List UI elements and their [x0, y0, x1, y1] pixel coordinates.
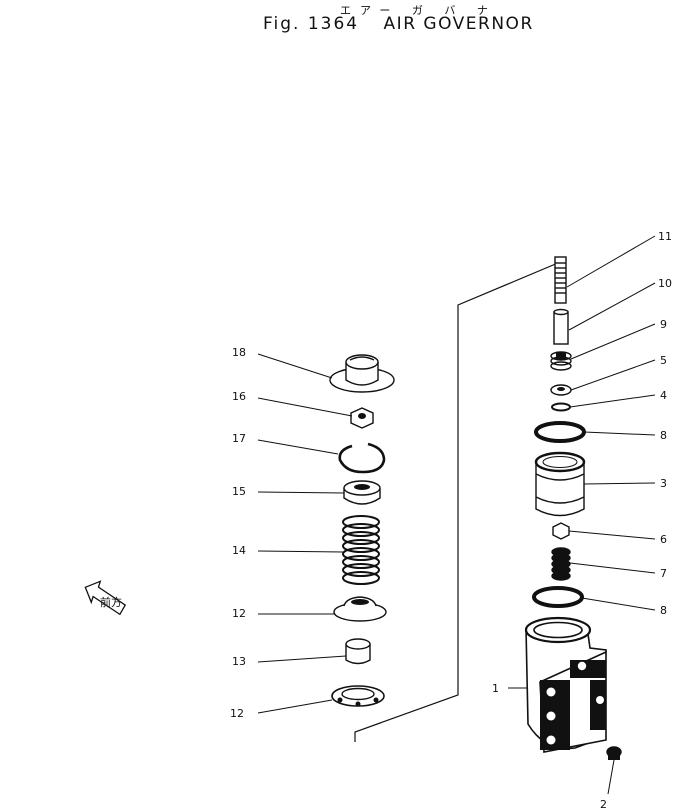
- title-kana: エアー ガ バ ナ: [340, 4, 497, 17]
- part-18-cap: [329, 354, 395, 393]
- part-5-washer: [550, 384, 572, 396]
- callout-9: 9: [660, 318, 667, 331]
- callout-8-lower: 8: [660, 604, 667, 617]
- part-1-governor-body: [524, 616, 607, 753]
- part-12-retainer-lower: [331, 685, 385, 707]
- part-7-spring: [551, 547, 571, 581]
- part-10-pin: [553, 308, 569, 345]
- callout-15: 15: [232, 485, 246, 498]
- callout-14: 14: [232, 544, 246, 557]
- figure-title: Fig. 1364 AIR GOVERNOR: [263, 14, 534, 34]
- part-11-screw: [554, 256, 567, 304]
- callout-5: 5: [660, 354, 667, 367]
- part-16-nut: [350, 407, 374, 429]
- front-marker-label: 前方: [100, 595, 122, 609]
- part-8-o-ring-lower: [532, 586, 584, 608]
- callout-11: 11: [658, 230, 672, 243]
- callout-17: 17: [232, 432, 246, 445]
- part-2-plug: [606, 746, 622, 760]
- callout-4: 4: [660, 389, 667, 402]
- front-direction-arrow: 前方: [84, 580, 127, 616]
- part-17-snap-ring: [338, 442, 386, 474]
- callout-2: 2: [600, 798, 607, 811]
- callout-labels: 11 10 9 5 4 8 3 6 7 8 1 2 18 16 17 15 14…: [230, 230, 672, 811]
- part-15-seat: [343, 480, 381, 505]
- callout-12-lower: 12: [230, 707, 244, 720]
- part-12-retainer-upper: [333, 596, 387, 622]
- part-6-nut: [552, 522, 570, 540]
- part-9-spring: [550, 351, 572, 371]
- callout-7: 7: [660, 567, 667, 580]
- part-14-spring: [342, 515, 380, 585]
- callout-12-upper: 12: [232, 607, 246, 620]
- callout-8-upper: 8: [660, 429, 667, 442]
- assembly-bracket-line: [354, 259, 566, 742]
- part-13-bushing: [345, 638, 371, 665]
- part-3-sleeve: [534, 451, 586, 517]
- leader-lines: [257, 235, 656, 795]
- callout-6: 6: [660, 533, 667, 546]
- callout-13: 13: [232, 655, 246, 668]
- callout-16: 16: [232, 390, 246, 403]
- part-4-ring: [551, 402, 571, 412]
- part-8-o-ring-upper: [534, 421, 586, 443]
- callout-1: 1: [492, 682, 499, 695]
- figure-number: Fig. 1364: [263, 14, 360, 34]
- callout-10: 10: [658, 277, 672, 290]
- callout-18: 18: [232, 346, 246, 359]
- callout-3: 3: [660, 477, 667, 490]
- figure-name: AIR GOVERNOR: [383, 14, 534, 34]
